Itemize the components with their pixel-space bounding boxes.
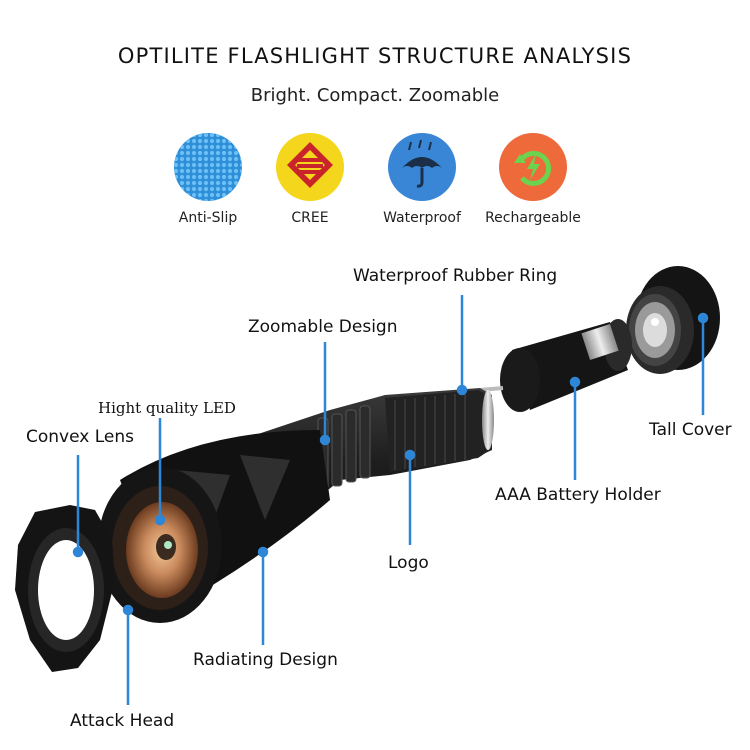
callout-attack-head: Attack Head bbox=[70, 711, 175, 731]
battery-holder bbox=[479, 319, 632, 412]
page-subtitle: Bright. Compact. Zoomable bbox=[250, 85, 500, 106]
umbrella-icon bbox=[388, 133, 456, 201]
feature-label: CREE bbox=[291, 210, 329, 226]
callout-battery-holder: AAA Battery Holder bbox=[495, 485, 661, 505]
callout-logo: Logo bbox=[388, 553, 429, 573]
head-reflector bbox=[98, 467, 222, 623]
feature-label: Anti-Slip bbox=[178, 210, 238, 226]
recharge-icon bbox=[499, 133, 567, 201]
callout-zoomable-design: Zoomable Design bbox=[248, 317, 398, 337]
feature-label: Waterproof bbox=[383, 210, 461, 226]
callout-convex-lens: Convex Lens bbox=[26, 427, 134, 447]
feature-label: Rechargeable bbox=[485, 210, 581, 226]
anti-slip-icon bbox=[174, 133, 242, 201]
callout-radiating-design: Radiating Design bbox=[193, 650, 338, 670]
feature-rechargeable: Rechargeable bbox=[468, 132, 598, 226]
callout-led: Hight quality LED bbox=[98, 399, 236, 417]
cree-icon bbox=[276, 133, 344, 201]
feature-waterproof: Waterproof bbox=[357, 132, 487, 226]
page-title: OPTILITE FLASHLIGHT STRUCTURE ANALYSIS bbox=[117, 44, 633, 68]
attack-head bbox=[15, 505, 115, 672]
callout-pointers bbox=[72, 295, 709, 705]
callout-tall-cover: Tall Cover bbox=[649, 420, 732, 440]
feature-cree: CREE bbox=[245, 132, 375, 226]
callout-waterproof-ring: Waterproof Rubber Ring bbox=[353, 266, 558, 286]
tall-cover bbox=[626, 266, 720, 374]
feature-anti-slip: Anti-Slip bbox=[143, 132, 273, 226]
